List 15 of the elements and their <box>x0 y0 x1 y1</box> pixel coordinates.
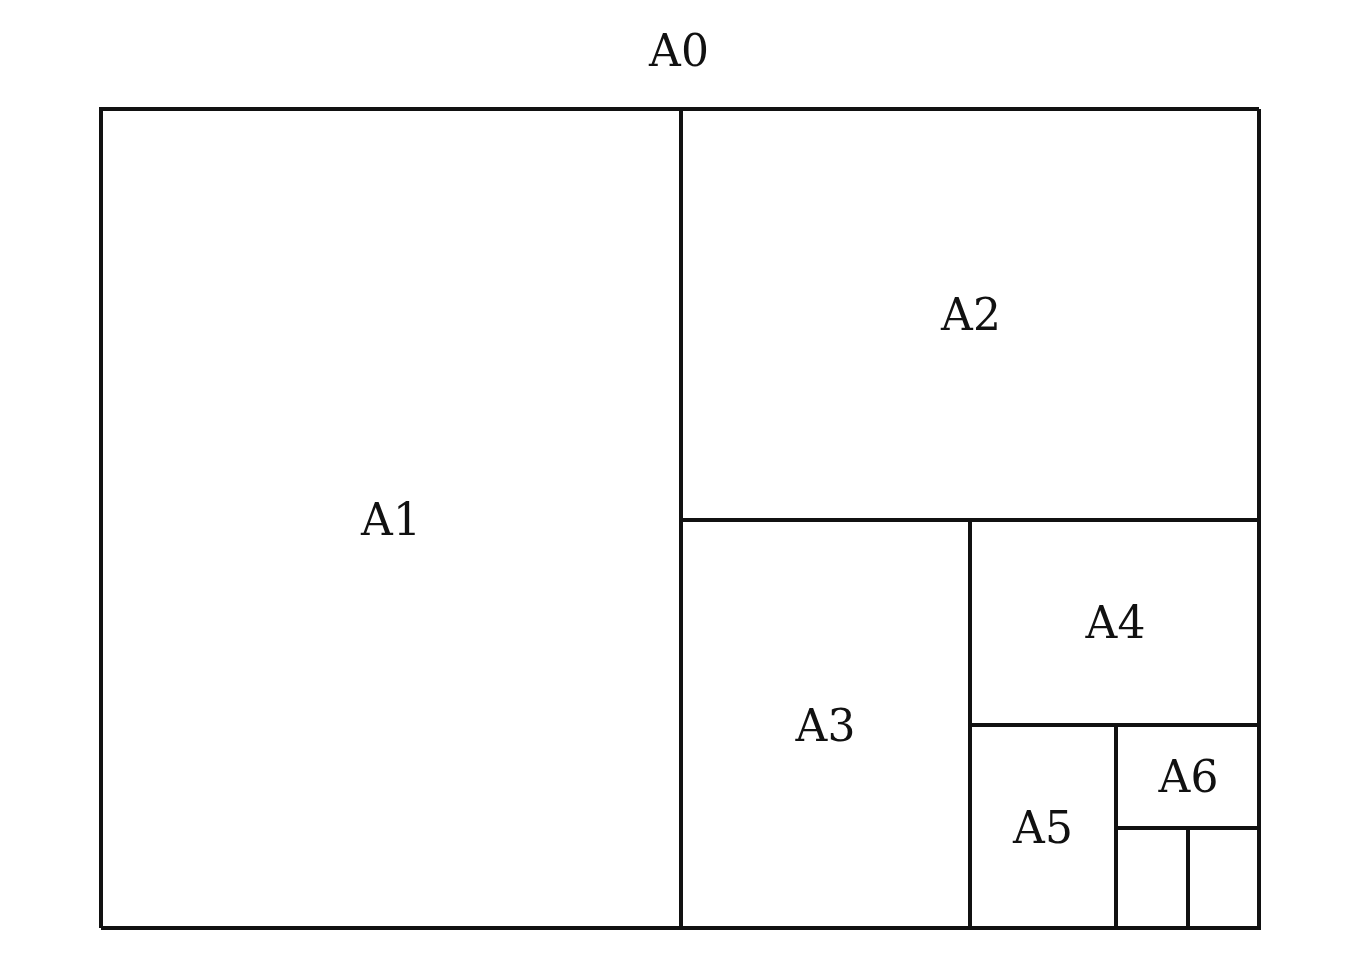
sheet-rectangle <box>970 520 1261 725</box>
sheet-label: A6 <box>1158 751 1219 802</box>
sheet-rectangle <box>1116 828 1188 930</box>
sheet-rectangle <box>101 109 681 930</box>
sheet-label: A1 <box>361 494 421 545</box>
sheet-rectangle <box>970 725 1116 930</box>
sheet-rectangle <box>1116 725 1261 828</box>
sheet-label: A3 <box>795 699 856 751</box>
sheet-label: A2 <box>941 289 1001 340</box>
sheet-label: A5 <box>1013 802 1073 853</box>
sheet-heading: A0 <box>649 25 709 76</box>
sheet-rectangle <box>681 520 970 930</box>
sheet-label: A4 <box>1085 597 1146 648</box>
sheet-rectangle <box>1188 828 1261 930</box>
sheet-rectangle <box>681 109 1261 520</box>
